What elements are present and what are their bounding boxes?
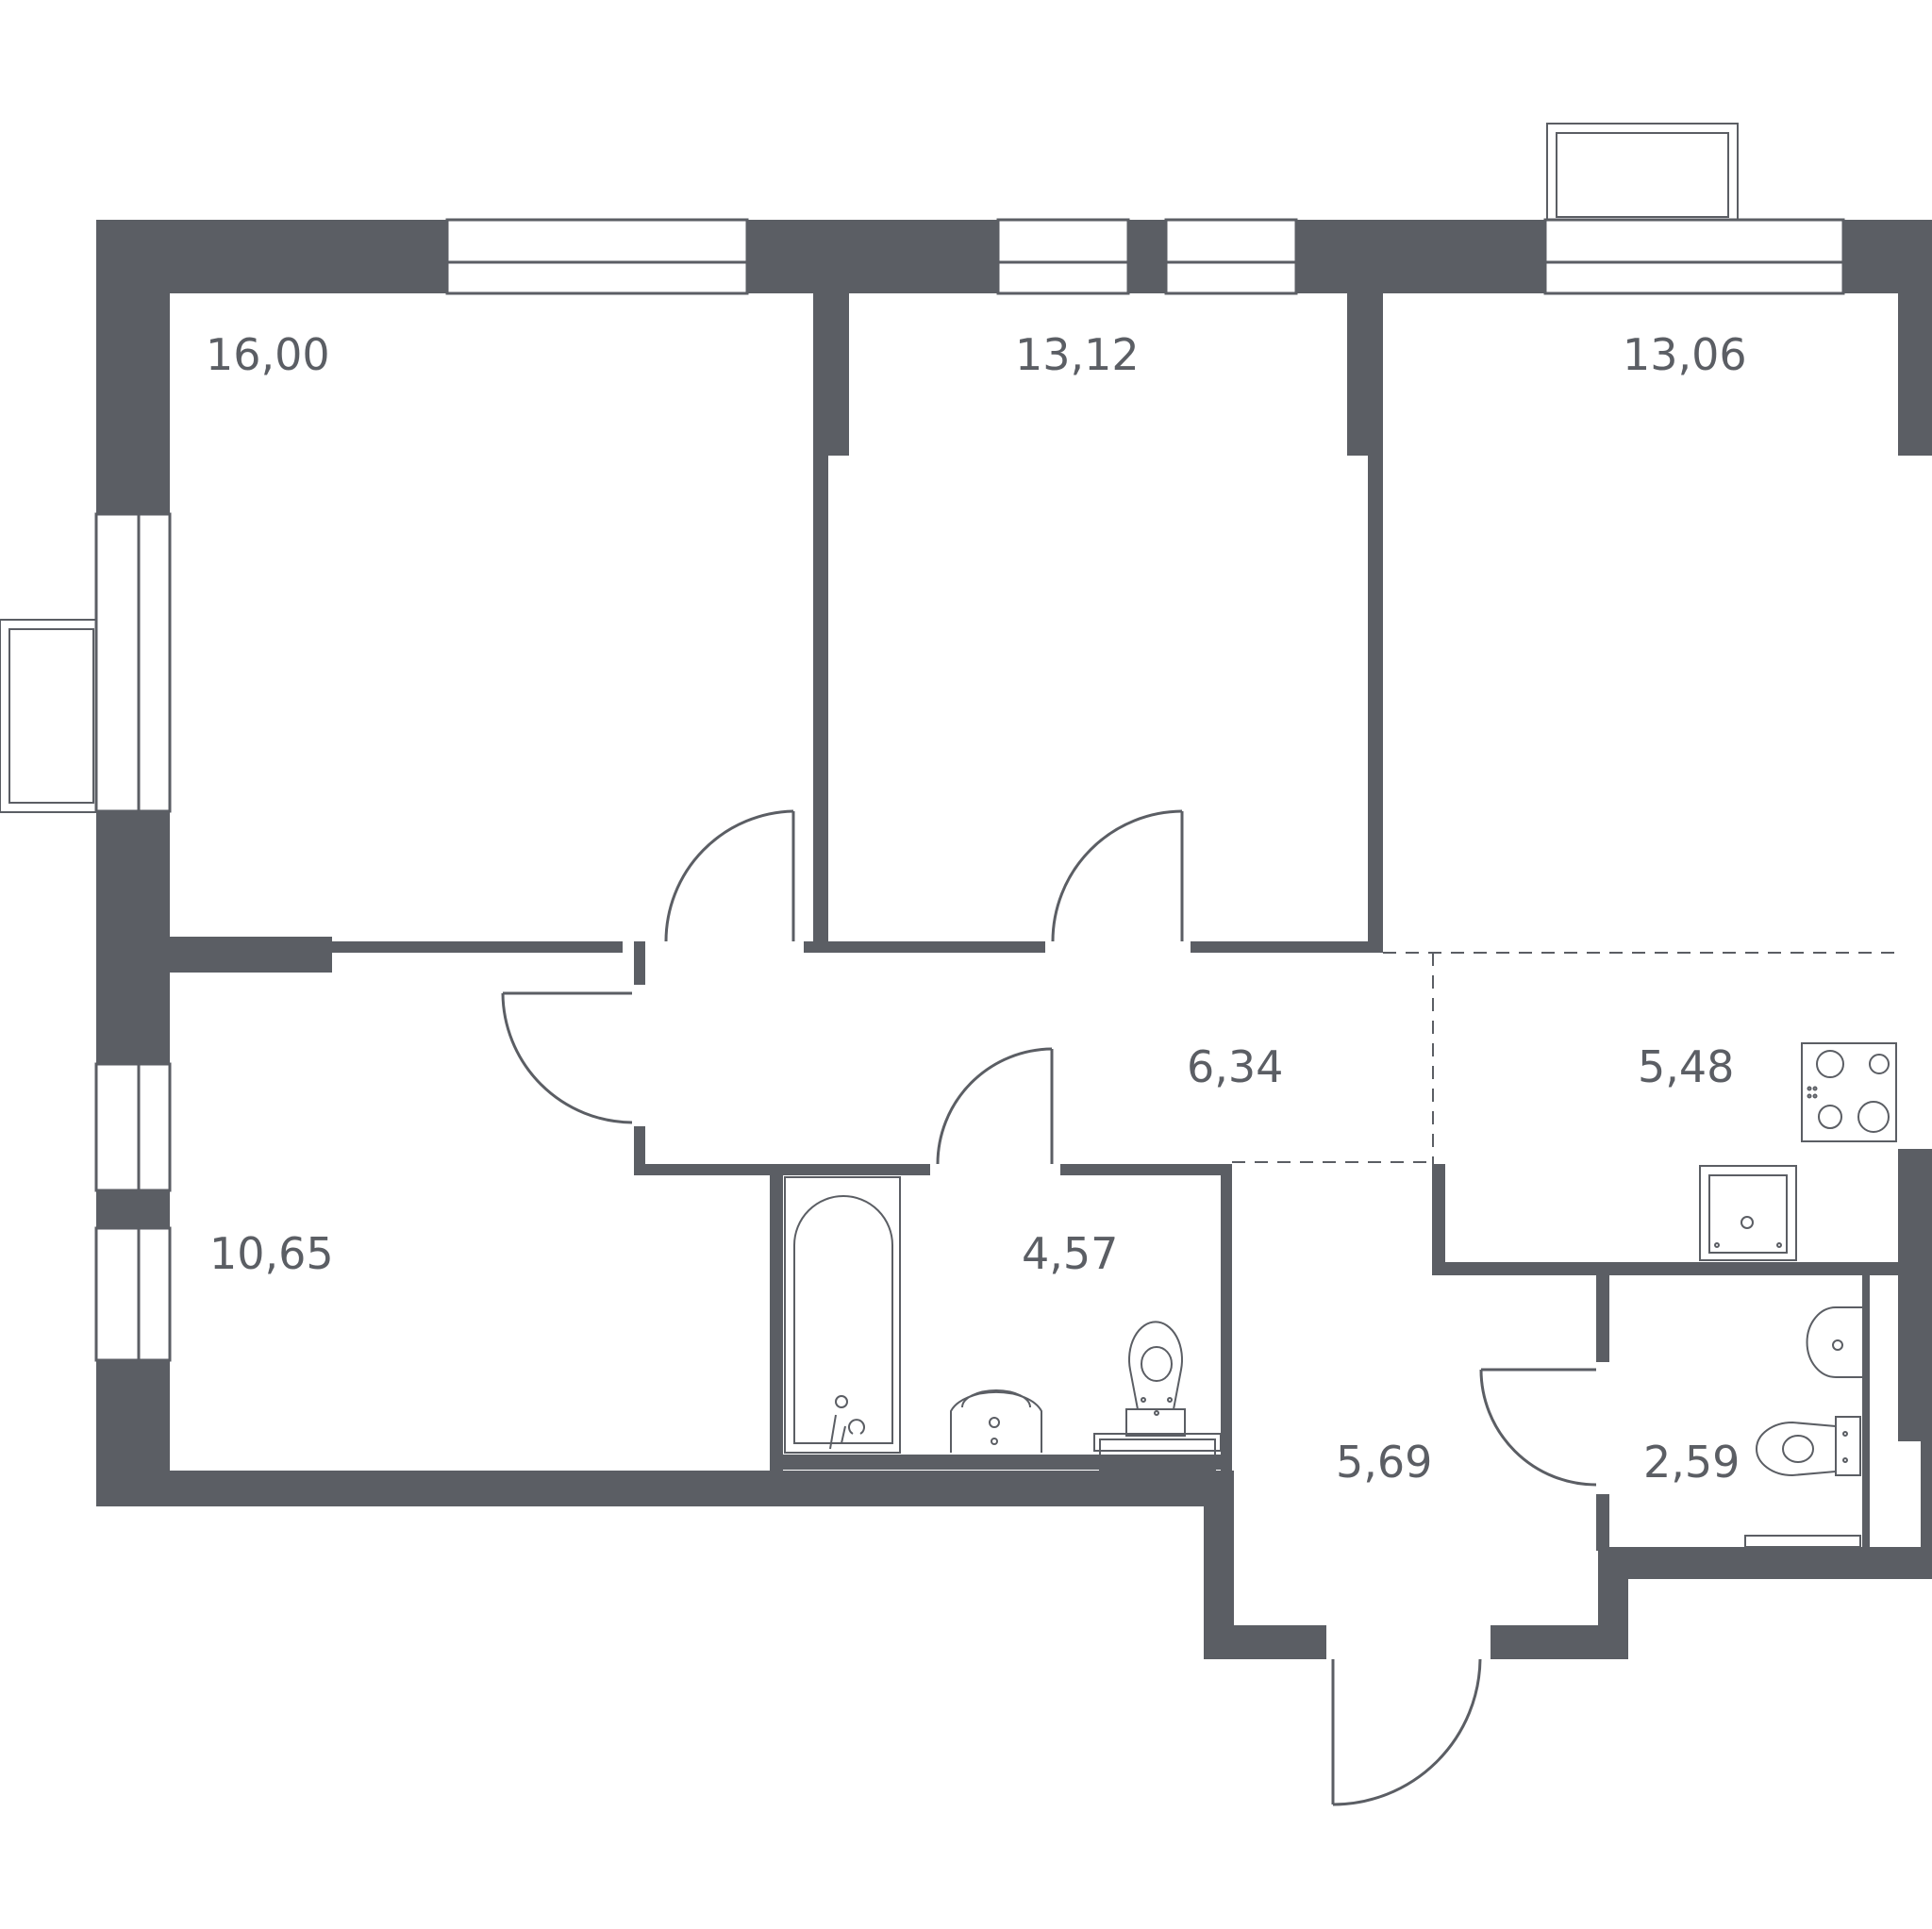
zone-boundaries xyxy=(1232,952,1898,1164)
sink-icon xyxy=(950,1389,1042,1453)
exterior-walls xyxy=(96,220,1932,1659)
stove-icon xyxy=(1801,1042,1897,1142)
wc-sink-icon xyxy=(1806,1306,1862,1378)
door-room-4 xyxy=(501,992,633,1124)
wc-shelf xyxy=(1744,1535,1861,1548)
window-room-4b xyxy=(94,1226,141,1362)
area-entry: 5,69 xyxy=(1336,1437,1432,1488)
door-wc xyxy=(1479,1369,1597,1487)
area-hall: 6,34 xyxy=(1187,1041,1283,1092)
interior-walls xyxy=(170,293,1898,1551)
kitchen-sink-icon xyxy=(1699,1165,1797,1261)
area-wc: 2,59 xyxy=(1643,1437,1740,1488)
door-entrance xyxy=(1332,1658,1482,1806)
balconies xyxy=(0,123,1739,813)
area-room-3: 13,06 xyxy=(1623,329,1747,380)
window-room-1-left xyxy=(94,512,141,813)
door-room-2 xyxy=(1051,809,1183,942)
room-labels: 16,00 13,12 13,06 6,34 5,48 10,65 4,57 5… xyxy=(206,329,1747,1488)
bathtub-icon xyxy=(784,1176,901,1454)
door-bathroom xyxy=(936,1047,1053,1165)
area-room-2: 13,12 xyxy=(1015,329,1140,380)
window-room-2b xyxy=(1164,218,1298,264)
bath-counter xyxy=(1093,1433,1222,1471)
toilet-icon xyxy=(1125,1321,1186,1437)
area-room-1: 16,00 xyxy=(206,329,330,380)
balcony-left xyxy=(0,619,97,813)
area-kitchen: 5,48 xyxy=(1638,1041,1734,1092)
door-room-1 xyxy=(664,809,794,942)
windows xyxy=(94,218,1845,1362)
window-room-1 xyxy=(445,218,749,264)
window-room-3 xyxy=(1543,218,1845,264)
balcony-top xyxy=(1546,123,1739,221)
window-room-2a xyxy=(996,218,1130,264)
window-room-4a xyxy=(94,1062,141,1192)
area-room-4: 10,65 xyxy=(209,1228,334,1279)
doors xyxy=(501,809,1597,1806)
wc-toilet-icon xyxy=(1756,1416,1861,1477)
area-bathroom: 4,57 xyxy=(1022,1228,1118,1279)
